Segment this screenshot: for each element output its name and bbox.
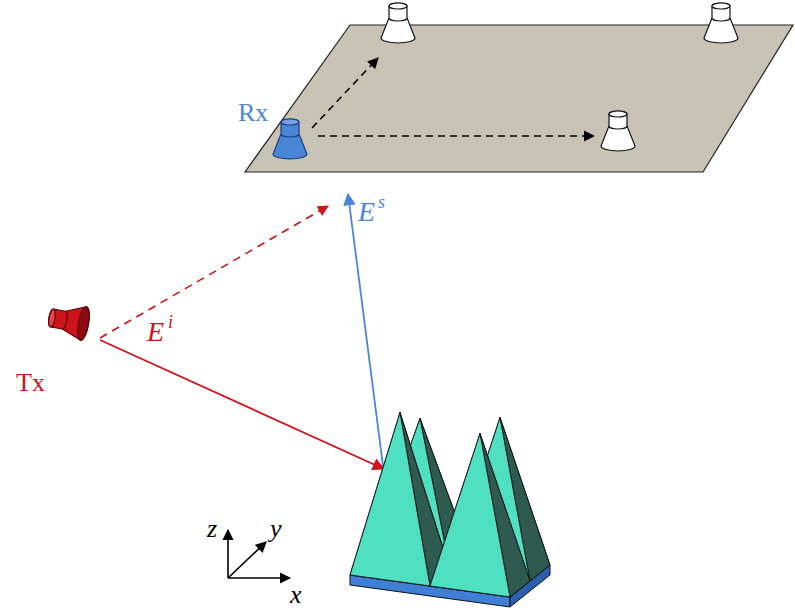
pyramid-face — [350, 413, 430, 587]
field-superscript: i — [168, 313, 173, 331]
incident-ray-dashed — [100, 206, 328, 338]
pyramid-absorber — [350, 413, 550, 608]
absorber-pyramid — [430, 434, 530, 598]
rx-horn — [273, 119, 307, 159]
tx-horn — [46, 301, 91, 341]
axis-label: x — [290, 582, 302, 608]
scan-arrow — [312, 58, 378, 128]
incident-ray — [100, 340, 384, 469]
probe-horn — [601, 111, 635, 151]
probe-horn — [704, 3, 738, 43]
absorber-pyramid — [350, 413, 450, 587]
axis-label: z — [207, 516, 217, 542]
pyramid-face — [430, 434, 510, 598]
field-symbol: E — [147, 318, 164, 346]
axis-label: y — [270, 516, 282, 542]
scan-arrow — [318, 135, 594, 137]
scan-plane — [245, 25, 793, 172]
transmitter-label: Tx — [16, 370, 45, 396]
receiver-label: Rx — [238, 100, 268, 126]
field-symbol: E — [358, 198, 375, 226]
scattered-ray — [348, 194, 383, 466]
probe-horn — [381, 3, 415, 43]
field-superscript: s — [378, 193, 385, 211]
